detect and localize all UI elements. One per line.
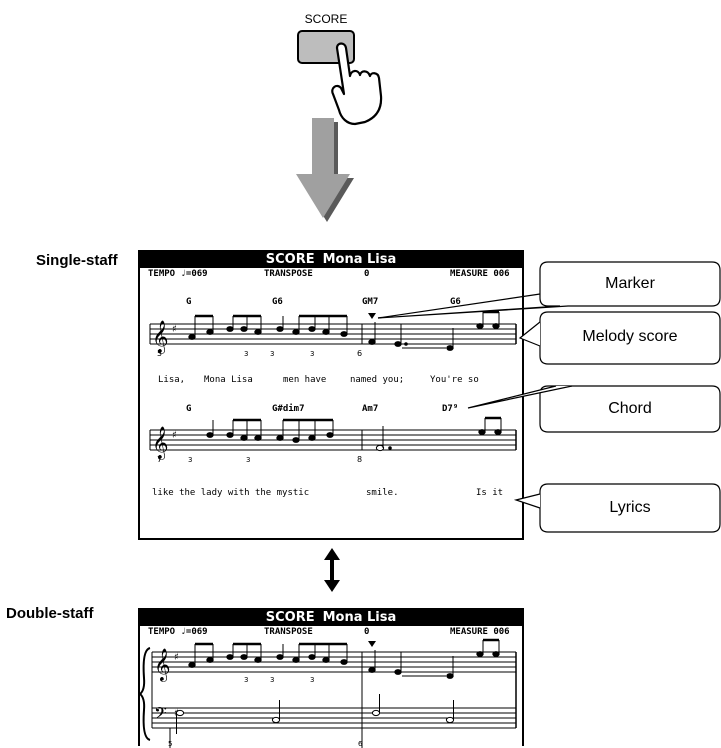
score-button-label: SCORE [304, 12, 348, 26]
tuplet-number: 3 [244, 350, 248, 358]
marker-icon [368, 313, 376, 319]
transpose-value: 0 [364, 627, 370, 637]
lyric-word: You're so [430, 375, 479, 385]
single-staff-display: SCORE Mona Lisa TEMPO ♩=069 TRANSPOSE 0 M… [138, 250, 524, 540]
svg-text:♯: ♯ [174, 652, 179, 663]
transpose-label: TRANSPOSE [264, 627, 313, 637]
tuplet-number: 3 [244, 676, 248, 684]
tempo-readout: TEMPO ♩=069 [148, 269, 208, 279]
tuplet-number: 3 [188, 456, 192, 464]
lyric-word: Mona Lisa [204, 375, 253, 385]
measure-number: 6 [357, 349, 362, 358]
melody-staff-2: 𝄞 ♯ 7 8 3 3 [149, 416, 517, 464]
chord-label: G [186, 404, 192, 414]
chord-label: G#dim7 [272, 404, 305, 414]
measure-number: 7 [157, 455, 162, 464]
chord-label: G [186, 297, 192, 307]
treble-clef-icon: 𝄞 [154, 648, 171, 682]
treble-clef-icon: 𝄞 [152, 426, 169, 460]
tuplet-number: 3 [310, 676, 314, 684]
callout-chord: Chord [608, 400, 652, 417]
display-title-mode: SCORE [265, 252, 315, 267]
lyric-word: men have [283, 375, 327, 385]
treble-clef-icon: 𝄞 [152, 320, 169, 354]
lyric-word: Lisa, [158, 375, 186, 385]
double-staff-display: SCORE Mona Lisa TEMPO ♩=069 TRANSPOSE 0 M… [138, 608, 524, 748]
measure-readout: MEASURE 006 [450, 627, 510, 637]
display-title-song: Mona Lisa [322, 610, 397, 625]
lyric-word: named you; [350, 375, 405, 385]
callout-marker: Marker [605, 275, 655, 292]
lyric-word: smile. [366, 488, 399, 498]
marker-icon [368, 641, 376, 647]
lyric-word: like the lady with the mystic [152, 488, 310, 498]
lyric-word: Is it [476, 488, 504, 498]
transpose-label: TRANSPOSE [264, 269, 313, 279]
transpose-value: 0 [364, 269, 370, 279]
bass-clef-icon: 𝄢 [154, 703, 167, 727]
tuplet-number: 3 [310, 350, 314, 358]
chord-label: G6 [450, 297, 461, 307]
measure-number: 5 [168, 740, 172, 748]
measure-number: 8 [357, 455, 362, 464]
tuplet-number: 3 [270, 676, 274, 684]
display-title-song: Mona Lisa [322, 252, 397, 267]
tuplet-number: 3 [270, 350, 274, 358]
tuplet-number: 3 [246, 456, 250, 464]
chord-label: Am7 [362, 404, 379, 414]
callout-melody-score: Melody score [582, 328, 678, 345]
up-down-arrow-icon [324, 548, 340, 592]
measure-number: 6 [358, 740, 363, 748]
chord-label: GM7 [362, 297, 379, 307]
chord-label: D7⁹ [442, 404, 459, 414]
callout-lyrics: Lyrics [609, 499, 651, 516]
svg-text:♯: ♯ [172, 430, 177, 441]
single-staff-label: Single-staff [36, 252, 118, 269]
double-staff-label: Double-staff [6, 605, 94, 622]
tempo-readout: TEMPO ♩=069 [148, 627, 208, 637]
grand-staff: 𝄞 𝄢 ♯ ♯ [138, 638, 517, 748]
display-title-mode: SCORE [265, 610, 315, 625]
svg-text:♯: ♯ [172, 324, 177, 335]
chord-label: G6 [272, 297, 283, 307]
down-arrow-icon [296, 118, 354, 222]
display-title-bar: SCORE Mona Lisa [140, 252, 522, 268]
hand-icon [331, 42, 383, 126]
measure-readout: MEASURE 006 [450, 269, 510, 279]
display-title-bar: SCORE Mona Lisa [140, 610, 522, 626]
measure-number: 5 [157, 349, 162, 358]
melody-staff-1: 𝄞 ♯ [149, 310, 517, 358]
